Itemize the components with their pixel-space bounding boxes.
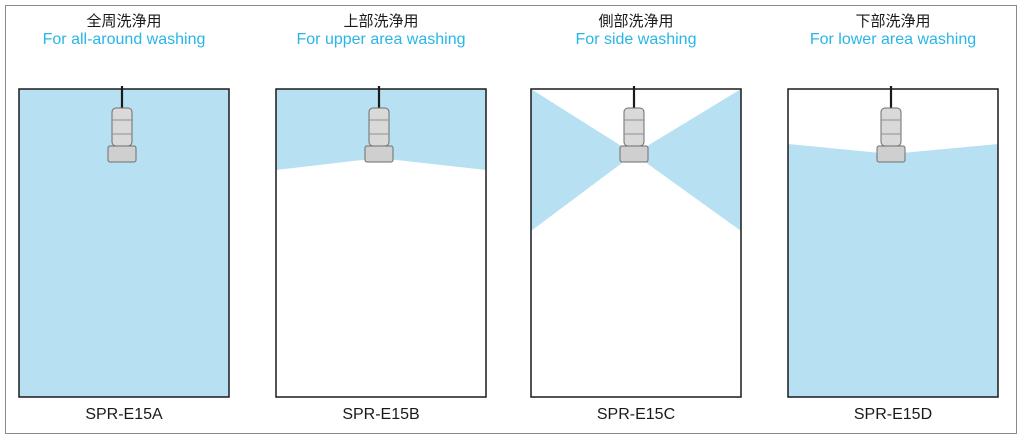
- tank-diagram: [275, 86, 487, 398]
- panel-title-en: For upper area washing: [296, 31, 466, 48]
- panel-side: 側部洗浄用 For side washing SPR-E15C: [526, 0, 746, 441]
- panel-title-en: For all-around washing: [42, 31, 206, 48]
- panel-title-jp: 下部洗浄用: [855, 12, 931, 30]
- tank-outline: [275, 88, 487, 398]
- panel-title-jp: 全周洗浄用: [86, 12, 162, 30]
- tank-outline: [530, 88, 742, 398]
- nozzle-icon: [876, 86, 906, 163]
- tank-diagram: [787, 86, 999, 398]
- model-label: SPR-E15D: [853, 406, 933, 423]
- panel-title-jp: 上部洗浄用: [343, 12, 419, 30]
- spray-area-right: [634, 89, 741, 231]
- panel-upper: 上部洗浄用 For upper area washing SPR-E15B: [271, 0, 491, 441]
- panel-all-around: 全周洗浄用 For all-around washing SPR-E15A: [14, 0, 234, 441]
- spray-area: [788, 144, 998, 397]
- model-label: SPR-E15A: [85, 406, 163, 423]
- tank-diagram: [18, 86, 230, 398]
- nozzle-icon: [364, 86, 394, 163]
- tank-diagram: [530, 86, 742, 398]
- nozzle-icon: [619, 86, 649, 163]
- nozzle-icon: [107, 86, 137, 163]
- tank-outline: [787, 88, 999, 398]
- panel-title-en: For side washing: [575, 31, 697, 48]
- model-label: SPR-E15B: [342, 406, 420, 423]
- panel-lower: 下部洗浄用 For lower area washing SPR-E15D: [783, 0, 1003, 441]
- spray-area-left: [531, 89, 634, 231]
- panel-title-en: For lower area washing: [809, 31, 977, 48]
- model-label: SPR-E15C: [596, 406, 676, 423]
- panel-title-jp: 側部洗浄用: [598, 12, 674, 30]
- tank-outline: [18, 88, 230, 398]
